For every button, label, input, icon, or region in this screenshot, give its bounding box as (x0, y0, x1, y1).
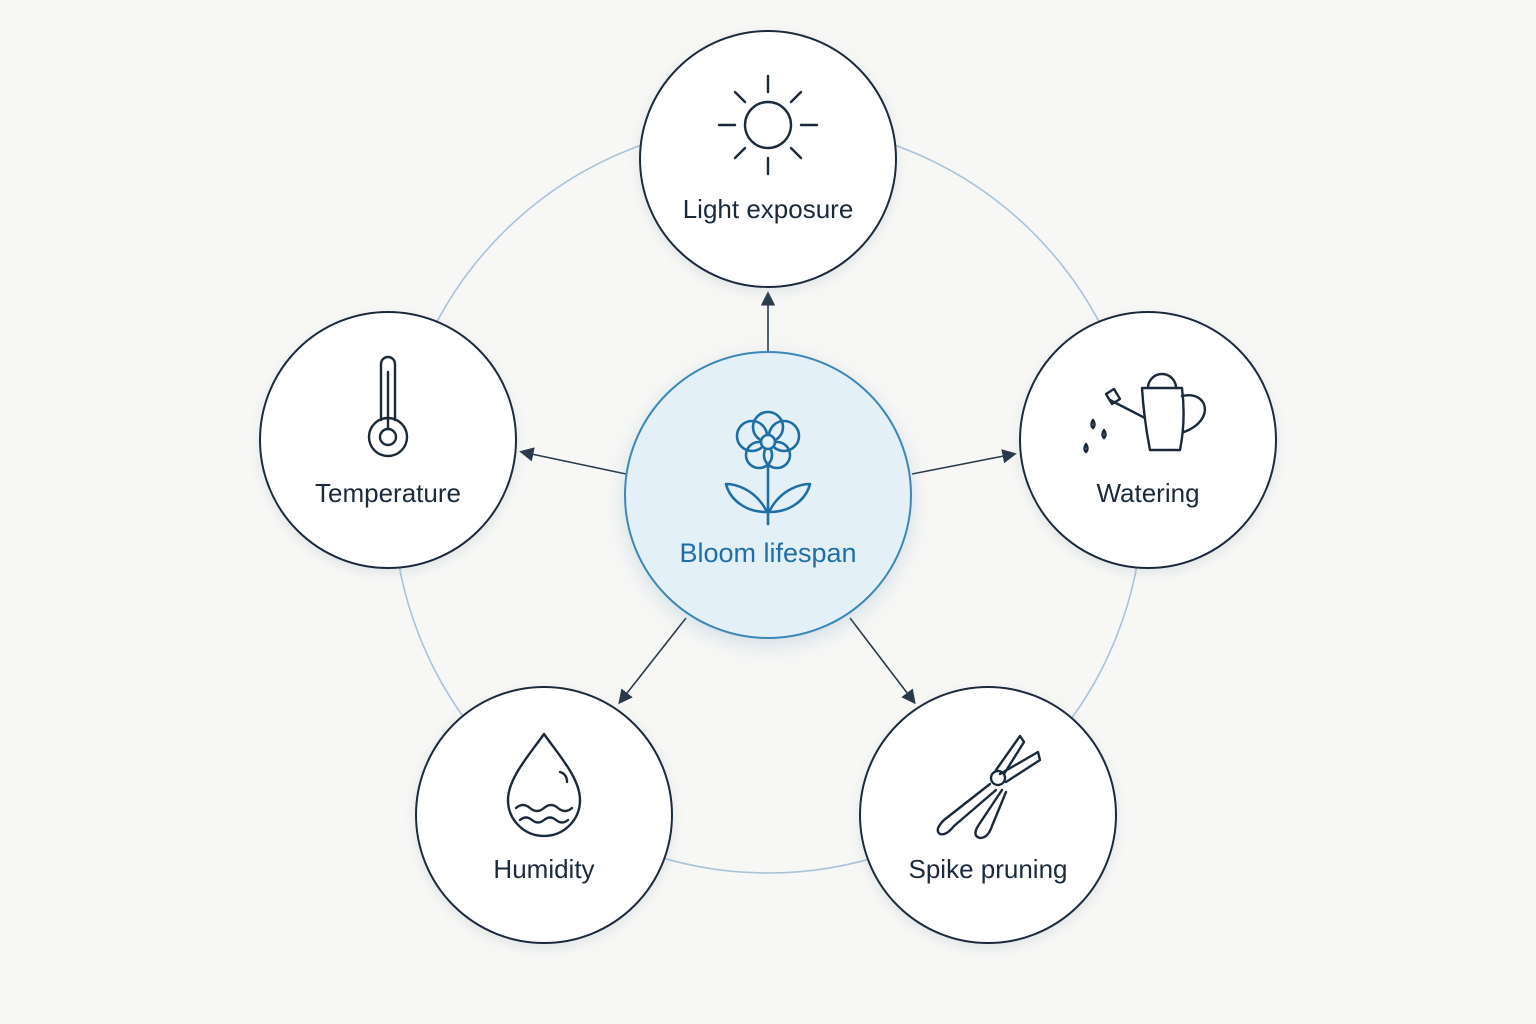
arrow-temperature (519, 447, 627, 475)
pruning-shears-icon (936, 734, 1042, 840)
factor-label-light-exposure: Light exposure (683, 194, 854, 224)
water-drop-icon (506, 732, 582, 838)
factor-label-temperature: Temperature (315, 478, 461, 508)
factor-label-spike-pruning: Spike pruning (909, 854, 1068, 884)
thermometer-icon (367, 355, 409, 458)
arrow-watering (911, 449, 1017, 475)
sun-icon (717, 74, 819, 176)
factor-label-watering: Watering (1096, 478, 1199, 508)
factor-node-light-exposure: Light exposure (639, 30, 897, 288)
factor-node-watering: Watering (1019, 311, 1277, 569)
arrows (519, 291, 1017, 705)
center-label: Bloom lifespan (679, 538, 856, 568)
center-node-bloom-lifespan: Bloom lifespan (624, 351, 912, 639)
arrow-humidity (618, 617, 687, 705)
watering-can-icon (1083, 372, 1206, 454)
factor-node-spike-pruning: Spike pruning (859, 686, 1117, 944)
factor-node-humidity: Humidity (415, 686, 673, 944)
flower-icon (724, 410, 812, 526)
factor-label-humidity: Humidity (493, 854, 594, 884)
factor-node-temperature: Temperature (259, 311, 517, 569)
arrow-spike-pruning (849, 617, 916, 705)
